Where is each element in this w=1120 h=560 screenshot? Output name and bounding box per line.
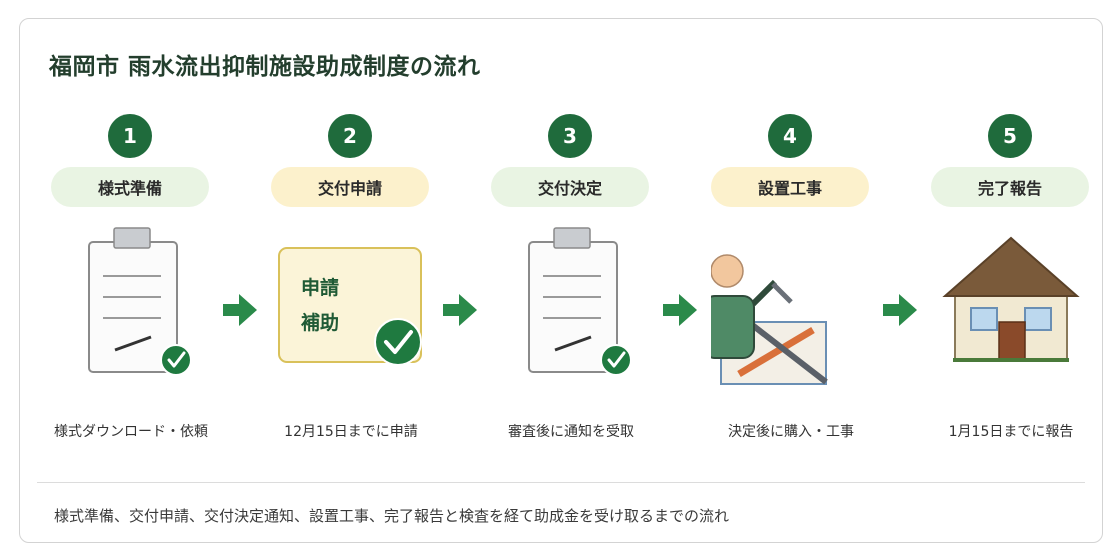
- step-4: 4 設置工事 決定後に購入・工事: [703, 114, 871, 444]
- house-icon: [931, 224, 1091, 399]
- step-number-badge: 4: [768, 114, 812, 158]
- step-number-badge: 3: [548, 114, 592, 158]
- step-label: 完了報告: [931, 167, 1089, 207]
- clipboard-check-icon: [51, 224, 211, 399]
- arrow-right-icon: [661, 292, 699, 328]
- flow-description: 様式準備、交付申請、交付決定通知、設置工事、完了報告と検査を経て助成金を受け取る…: [54, 507, 730, 525]
- worker-installation-icon: [703, 224, 871, 399]
- step-label: 交付決定: [491, 167, 649, 207]
- step-2: 2 交付申請 申請 補助 12月15日までに申請: [271, 114, 431, 444]
- card-line-1: 申請: [301, 276, 339, 299]
- step-number-badge: 5: [988, 114, 1032, 158]
- clipboard-check-icon: [491, 224, 651, 399]
- arrow-right-icon: [441, 292, 479, 328]
- divider: [37, 482, 1085, 483]
- step-caption: 1月15日までに報告: [948, 424, 1074, 440]
- step-label: 設置工事: [711, 167, 869, 207]
- step-1: 1 様式準備 様式ダウンロード・依頼: [51, 114, 211, 444]
- flow-card: 福岡市 雨水流出抑制施設助成制度の流れ 1 様式準備 様式ダウンロード・依頼 2…: [19, 18, 1103, 543]
- step-caption: 決定後に購入・工事: [728, 424, 854, 440]
- step-caption: 12月15日までに申請: [284, 424, 418, 440]
- page-title: 福岡市 雨水流出抑制施設助成制度の流れ: [49, 54, 481, 80]
- step-3: 3 交付決定 審査後に通知を受取: [491, 114, 651, 444]
- application-card-icon: 申請 補助: [271, 224, 431, 399]
- arrow-right-icon: [221, 292, 259, 328]
- arrow-right-icon: [881, 292, 919, 328]
- step-caption: 審査後に通知を受取: [508, 424, 634, 440]
- step-caption: 様式ダウンロード・依頼: [54, 424, 208, 440]
- step-label: 交付申請: [271, 167, 429, 207]
- step-number-badge: 1: [108, 114, 152, 158]
- card-line-2: 補助: [300, 311, 339, 334]
- step-number-badge: 2: [328, 114, 372, 158]
- step-5: 5 完了報告 1月15日までに報告: [931, 114, 1091, 444]
- step-label: 様式準備: [51, 167, 209, 207]
